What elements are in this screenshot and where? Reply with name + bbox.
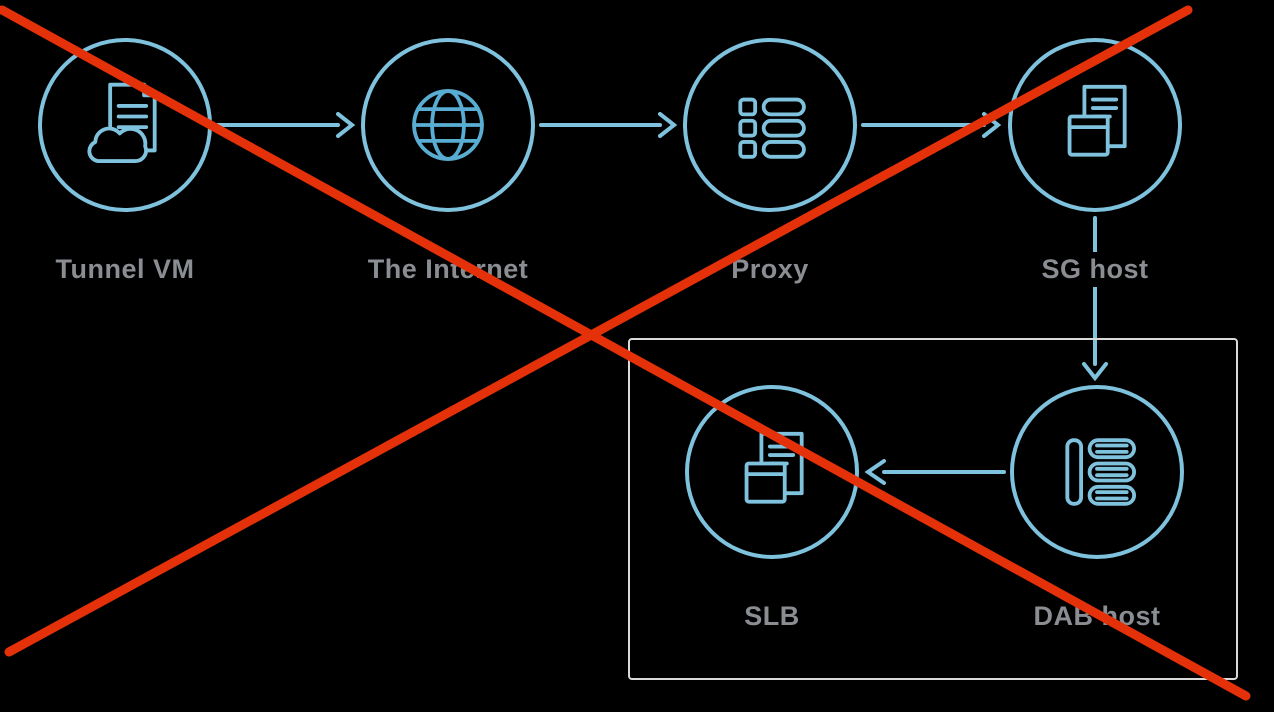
node-label: SG host [1033,252,1157,287]
node-circle [683,38,857,212]
node-label: Tunnel VM [47,252,203,287]
node-circle [685,385,859,559]
document-window-icon [1067,84,1127,157]
node-label: DAB host [1025,599,1169,634]
document-window-icon [744,431,804,504]
arrow-internet-proxy [539,112,678,138]
node-circle [1010,385,1184,559]
arrow-proxy-sghost [861,112,1002,138]
server-stack-icon [1065,438,1137,506]
node-slb: SLB [685,385,859,634]
node-proxy: Proxy [683,38,857,287]
list-icon [738,97,806,159]
node-tunnel-vm: Tunnel VM [38,38,212,287]
cloud-document-icon [87,82,157,163]
node-label: Proxy [723,252,817,287]
node-circle [1008,38,1182,212]
node-sg-host: SG host [1008,38,1182,287]
node-label: SLB [736,599,808,634]
node-the-internet: The Internet [359,38,537,287]
node-label: The Internet [359,252,537,287]
globe-icon [412,89,484,161]
node-circle [38,38,212,212]
arrow-tunnelvm-internet [216,112,356,138]
node-circle [361,38,535,212]
node-dab-host: DAB host [1010,385,1184,634]
